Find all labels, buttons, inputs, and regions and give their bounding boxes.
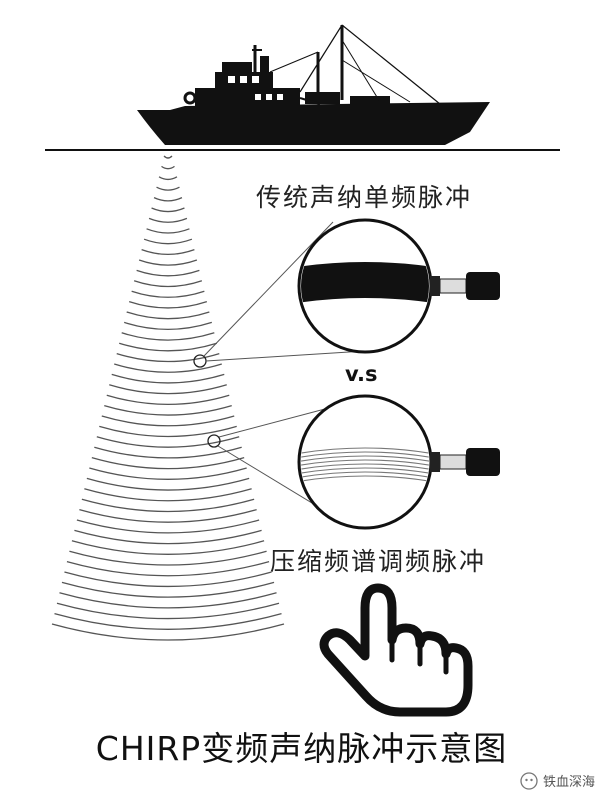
beam-arc [136, 269, 200, 277]
beam-arc [61, 581, 275, 598]
chirp-line [301, 447, 429, 455]
beam-arc [51, 623, 285, 641]
chirp-line [301, 455, 429, 463]
beam-arc [109, 384, 227, 395]
magnifier-mono-pulse [193, 218, 500, 368]
sample-point-upper [193, 354, 207, 368]
pointing-hand-icon [319, 583, 473, 717]
beam-arc [148, 217, 188, 223]
beam-arc [71, 540, 265, 555]
beam-arc [69, 550, 267, 566]
beam-arc [54, 612, 282, 630]
chirp-line [301, 467, 429, 475]
sonar-beam-cone [51, 155, 285, 641]
beam-arc [138, 259, 198, 266]
beam-arc [84, 488, 252, 502]
wechat-logo-icon [520, 771, 538, 790]
beam-arc [128, 300, 208, 309]
chirp-line [301, 459, 429, 467]
beam-arc [153, 197, 183, 202]
beam-arc [86, 477, 250, 491]
fishing-boat-silhouette [137, 24, 490, 145]
beam-arc [99, 425, 237, 438]
beam-arc [81, 498, 255, 513]
watermark-text: 铁血深海 [542, 775, 595, 790]
beam-arc [116, 352, 220, 363]
magnifier-chirp-pulse [207, 394, 500, 530]
beam-arc [96, 436, 240, 448]
beam-arc [123, 321, 213, 331]
beam-arc [133, 280, 203, 288]
beam-arc [94, 446, 242, 459]
sample-point-lower [207, 434, 221, 448]
beam-arc [156, 186, 180, 191]
beam-arc [66, 560, 270, 577]
beam-arc [141, 248, 195, 256]
beam-arc [104, 404, 232, 416]
beam-arc [119, 342, 217, 352]
beam-arc [121, 332, 215, 341]
beam-arc [143, 238, 193, 245]
beam-arc [146, 228, 190, 234]
beam-arc [56, 602, 280, 620]
beam-arc [161, 165, 175, 170]
chirp-line [301, 475, 429, 483]
watermark: 铁血深海 [520, 771, 595, 790]
beam-arc [91, 456, 245, 470]
chirp-line [301, 451, 429, 459]
beam-arc [89, 467, 247, 480]
beam-arc [158, 176, 178, 181]
beam-arc [151, 207, 185, 213]
label-versus: v.s [345, 362, 378, 386]
beam-arc [163, 155, 173, 159]
beam-arc [114, 363, 222, 373]
beam-arc [79, 508, 257, 523]
chirp-line [301, 471, 429, 479]
chirp-line [301, 463, 429, 471]
beam-arc [64, 571, 272, 588]
label-chirp-pulse: 压缩频谱调频脉冲 [270, 547, 487, 576]
beam-arc [76, 519, 260, 534]
chirp-fine-lines [301, 447, 429, 483]
label-mono-pulse: 传统声纳单频脉冲 [256, 183, 473, 212]
beam-arc [106, 394, 230, 406]
beam-arc [111, 373, 225, 384]
beam-arc [74, 529, 262, 545]
beam-arc [126, 311, 210, 320]
thick-pulse-band [301, 262, 429, 304]
diagram-caption: CHIRP变频声纳脉冲示意图 [95, 729, 508, 768]
beam-arc [59, 592, 277, 609]
beam-arc [101, 415, 235, 427]
beam-arc [131, 290, 205, 298]
